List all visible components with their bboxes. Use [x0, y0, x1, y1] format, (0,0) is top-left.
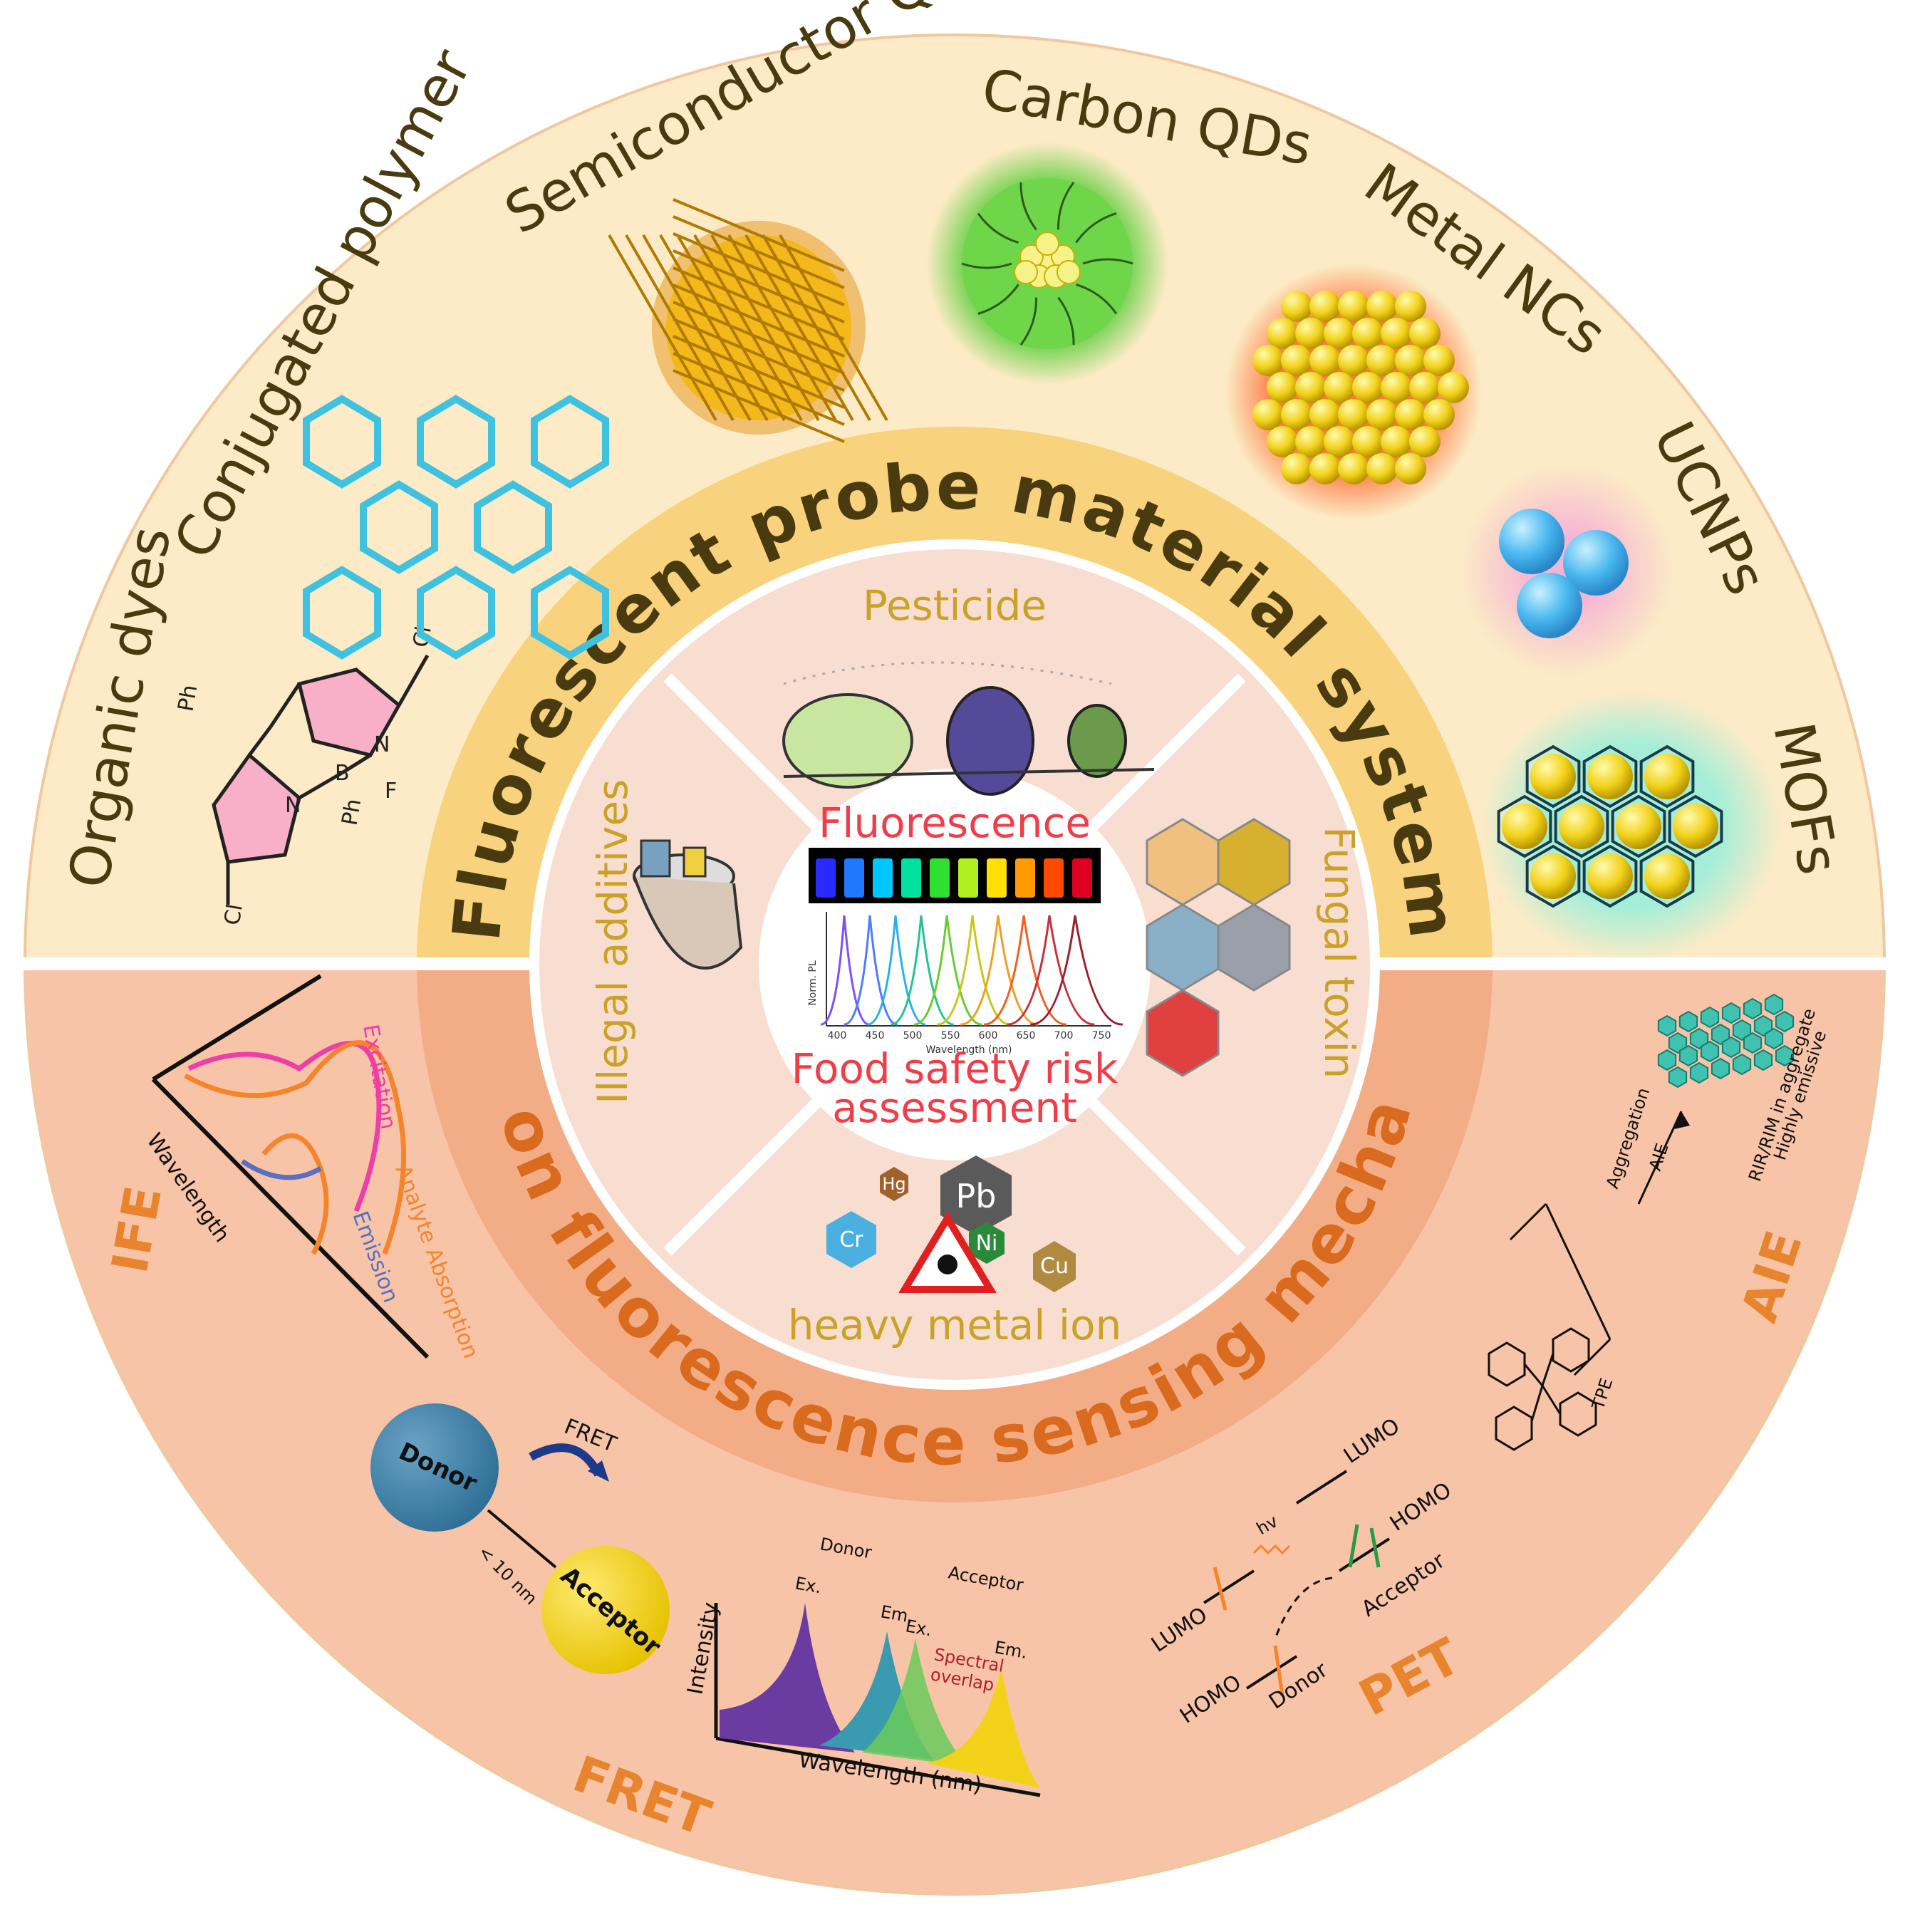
- pl-spectrum-curve: [983, 915, 1066, 1026]
- pesticide-spray-icon: [782, 661, 1155, 796]
- dye-atom-ph-2: Ph: [337, 797, 366, 828]
- pl-spectrum-curve: [844, 915, 898, 1026]
- tpe-molecule-icon: [1488, 1327, 1597, 1451]
- pl-spectrum-curve: [1007, 915, 1095, 1026]
- pl-spectrum-curve: [1030, 915, 1123, 1026]
- pl-tick-label: 400: [828, 1030, 847, 1042]
- center-food-safety-line1: Food safety risk: [791, 1044, 1119, 1093]
- sector-label-illegal-additives: Illegal additives: [588, 779, 637, 1104]
- fluorescence-vial: [901, 858, 921, 898]
- dye-atom-f: F: [385, 779, 397, 804]
- pl-tick-label: 600: [979, 1030, 998, 1042]
- fluorescence-vial: [958, 858, 978, 898]
- pl-tick-label: 700: [1054, 1030, 1074, 1042]
- center-fluorescence-title: Fluorescence: [819, 799, 1091, 847]
- dye-atom-ph: Ph: [173, 683, 202, 714]
- fluorescence-vial: [1015, 858, 1035, 898]
- sector-label-heavy-metal-ion: heavy metal ion: [788, 1301, 1121, 1349]
- illegal-additives-pot-icon: [633, 839, 743, 970]
- fluorescence-vial: [873, 858, 893, 898]
- metal-pb: Pb: [956, 1177, 997, 1215]
- pl-plot-ylabel: Norm. PL: [807, 960, 819, 1006]
- pl-spectra-plot: Norm. PL Wavelength (nm) 400 450 500 550 600…: [807, 912, 1123, 1056]
- pl-plot-xlabel: Wavelength (nm): [926, 1044, 1012, 1056]
- dye-atom-cl-2: Cl: [219, 902, 248, 927]
- fluorescence-vial: [844, 858, 864, 898]
- fluorescence-vial: [816, 858, 836, 898]
- fret-ex1-label: Ex.: [794, 1573, 823, 1597]
- sector-label-fungal-toxin: Fungal toxin: [1315, 826, 1364, 1079]
- fungal-toxin-images-icon: [1146, 818, 1291, 1077]
- pl-tick-label: 500: [903, 1030, 923, 1042]
- fret-ex2-label: Ex.: [904, 1616, 933, 1640]
- metal-hg: Hg: [882, 1174, 905, 1194]
- pl-tick-label: 550: [941, 1030, 960, 1042]
- pl-spectrum-curve: [890, 915, 954, 1026]
- metal-nanocluster-icon: [1225, 264, 1482, 520]
- metal-cu: Cu: [1040, 1254, 1069, 1279]
- fluorescence-vial: [987, 858, 1007, 898]
- polymer-network-icon: [303, 395, 609, 660]
- metal-cr: Cr: [839, 1227, 863, 1252]
- pl-spectrum-curve: [820, 915, 870, 1026]
- pl-spectrum-curve: [913, 915, 982, 1026]
- carbon-qd-icon: [926, 142, 1168, 385]
- fret-donor-sphere: [370, 1403, 499, 1532]
- center-content: Fluorescence Norm. PL Wavelength (nm) 40…: [791, 799, 1123, 1132]
- dye-atom-n-2: N: [285, 793, 301, 818]
- center-food-safety-line2: assessment: [832, 1084, 1077, 1132]
- heavy-metal-icons: Hg Pb Cr Ni Cu: [826, 1155, 1076, 1293]
- fluorescence-vial: [930, 858, 950, 898]
- pl-spectrum-curve: [867, 915, 926, 1026]
- fluorescence-vial: [1072, 858, 1092, 898]
- fret-diagram: Donor Acceptor FRET < 10 nm Intensity Wa…: [370, 1403, 1041, 1798]
- metal-ni: Ni: [976, 1231, 998, 1256]
- pl-tick-label: 450: [866, 1030, 885, 1042]
- sector-label-pesticide: Pesticide: [863, 581, 1047, 630]
- bodipy-dye-icon: Ph N Cl B F Ph N Cl: [173, 624, 437, 927]
- pl-tick-label: 750: [1092, 1030, 1111, 1042]
- pl-tick-label: 650: [1017, 1030, 1036, 1042]
- fret-acceptor-sphere: [541, 1546, 670, 1674]
- semiconductor-qd-icon: [608, 198, 888, 443]
- pl-spectrum-curve: [937, 915, 1010, 1026]
- ucnp-spheres-icon: [1460, 463, 1674, 677]
- mof-framework-icon: [1482, 691, 1781, 962]
- dye-atom-n: N: [374, 732, 390, 757]
- fluorescence-vial: [1044, 858, 1064, 898]
- dye-atom-b: B: [335, 761, 350, 786]
